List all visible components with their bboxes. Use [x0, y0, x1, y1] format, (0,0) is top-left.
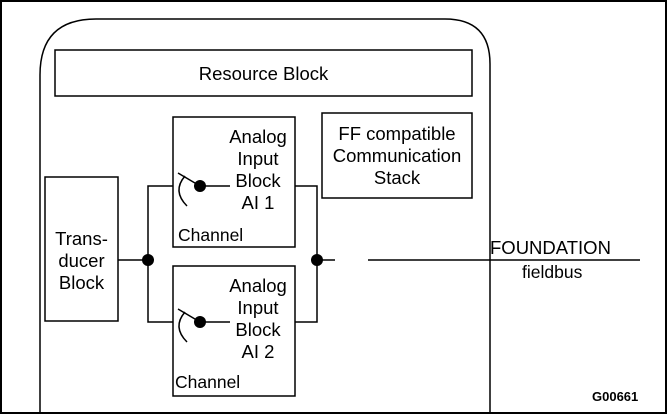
ff-stack-label: FF compatible Communication Stack — [322, 123, 472, 189]
ai1-line-4: AI 1 — [241, 192, 275, 213]
device-boundary — [39, 18, 491, 414]
ai1-line-1: Analog — [229, 126, 287, 147]
transducer-line-3: Block — [58, 272, 105, 293]
ai2-line-4: AI 2 — [241, 341, 275, 362]
ai2-line-3: Block — [235, 319, 281, 340]
figure-id: G00661 — [592, 389, 639, 404]
ai2-switch-dot — [194, 316, 206, 328]
transducer-line-2: ducer — [58, 250, 105, 271]
ai1-line-3: Block — [235, 170, 281, 191]
ff-stack-block — [321, 112, 473, 199]
bus-name-label: FOUNDATION — [490, 237, 611, 258]
resource-block — [54, 49, 473, 97]
ff-stack-line-2: Communication — [332, 145, 462, 166]
ai1-line-2: Input — [237, 148, 279, 169]
ai1-switch-dot — [194, 180, 206, 192]
ff-stack-line-1: FF compatible — [338, 123, 456, 144]
ai2-block-label: Analog Input Block AI 2 — [226, 275, 290, 363]
ai2-line-2: Input — [237, 297, 279, 318]
transducer-line-1: Trans- — [55, 228, 108, 249]
transducer-block-label: Trans- ducer Block — [45, 228, 118, 294]
ai1-channel-label: Channel — [178, 225, 244, 245]
junction-dot-right — [311, 254, 323, 266]
resource-block-label: Resource Block — [198, 63, 329, 84]
ai1-block-label: Analog Input Block AI 1 — [226, 126, 290, 214]
bus-sub-label: fieldbus — [522, 262, 583, 282]
ai2-channel-label: Channel — [175, 372, 241, 392]
ai2-block — [172, 265, 296, 397]
ff-stack-line-3: Stack — [373, 167, 421, 188]
transducer-block — [44, 176, 119, 322]
ai2-line-1: Analog — [229, 275, 287, 296]
junction-dot-left — [142, 254, 154, 266]
